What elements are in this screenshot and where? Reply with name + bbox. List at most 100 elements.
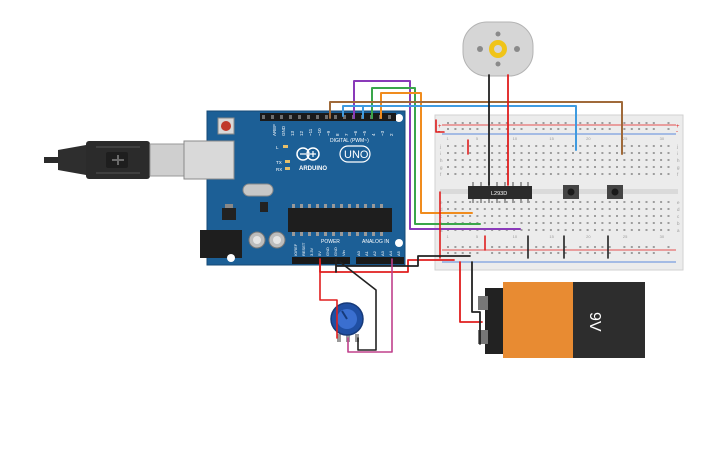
wire-pot-vcc[interactable] (319, 261, 338, 339)
breadboard-holes[interactable] (447, 122, 670, 254)
column-label: 20 (586, 234, 591, 239)
row-label: g (440, 165, 443, 170)
column-label: 25 (623, 136, 628, 141)
power-jack (200, 230, 242, 258)
pin-label-2: 2 (389, 133, 394, 136)
row-label: a (677, 228, 680, 233)
pin-label-ioref: IOREF (293, 243, 298, 256)
pin-label-3v3: 3.3V (309, 247, 314, 256)
potentiometer[interactable] (330, 302, 364, 342)
pin-label-a2: A2 (372, 250, 377, 256)
usb-cable[interactable] (44, 141, 187, 179)
wire-green[interactable] (371, 87, 481, 225)
power-header-label: POWER (321, 239, 340, 245)
svg-text:+: + (438, 124, 442, 130)
row-label: b (677, 221, 680, 226)
arduino-logo (296, 147, 320, 161)
column-label: 10 (513, 234, 518, 239)
row-label: f (677, 172, 679, 177)
pin-label-a5: A5 (396, 250, 401, 256)
analog-header (356, 257, 404, 264)
row-label: i (677, 151, 678, 156)
digital-header-label: DIGITAL (PWM~) (330, 138, 369, 144)
row-label: c (677, 214, 680, 219)
wires[interactable] (319, 74, 623, 353)
pin-label-8: 8 (335, 133, 340, 136)
arduino-model: UNO (344, 149, 369, 161)
column-label: 15 (549, 136, 554, 141)
row-label: h (440, 158, 443, 163)
column-label: 30 (660, 136, 665, 141)
pin-label-4: 4 (371, 133, 376, 136)
analog-header-label: ANALOG IN (362, 239, 390, 245)
column-label: 5 (476, 136, 479, 141)
svg-text:+: + (676, 124, 680, 130)
microcontroller-chip (288, 208, 392, 232)
column-label: 10 (513, 136, 518, 141)
pin-label-gnd: GND (281, 125, 286, 136)
pin-label-a3: A3 (380, 250, 385, 256)
crystal (242, 183, 274, 197)
wire-pot-gnd[interactable] (339, 261, 377, 351)
ic-label: L293D (491, 191, 507, 197)
pin-label-a0: A0 (356, 250, 361, 256)
wire-brown[interactable] (329, 101, 623, 155)
led-label-l: L (276, 145, 279, 150)
wire-gnd[interactable] (335, 255, 471, 273)
pin-label-3: ~3 (380, 130, 385, 136)
column-label: 1 (447, 136, 450, 141)
push-button-1[interactable] (563, 185, 579, 199)
row-label: d (677, 207, 680, 212)
pin-label-10: ~10 (317, 128, 322, 136)
pin-label-gnd2: GND (333, 247, 338, 256)
wire-pot-signal[interactable] (347, 258, 393, 353)
push-button-2[interactable] (607, 185, 623, 199)
pin-label-5v: 5V (317, 251, 322, 256)
pin-label-5: ~5 (362, 130, 367, 136)
wire-red-left[interactable] (435, 119, 445, 133)
row-label: a (440, 228, 443, 233)
usb-b-jack (183, 140, 235, 180)
pin-label-a4: A4 (388, 250, 393, 256)
power-header (292, 257, 350, 264)
row-label: j (439, 144, 441, 149)
wire-purple[interactable] (353, 80, 521, 230)
pin-label-aref: AREF (272, 124, 277, 136)
row-label: e (440, 200, 443, 205)
l293d-ic[interactable]: L293D (468, 182, 532, 203)
row-label: j (676, 144, 678, 149)
arduino-brand: ARDUINO (299, 166, 327, 172)
row-label: g (677, 165, 680, 170)
column-label: 5 (476, 234, 479, 239)
svg-text:-: - (676, 129, 678, 135)
column-label: 15 (549, 234, 554, 239)
row-label: d (440, 207, 443, 212)
wire-battery-negative[interactable] (471, 261, 481, 345)
pin-label-gnd1: GND (325, 247, 330, 256)
pin-label-12: 12 (299, 130, 304, 136)
row-label: h (677, 158, 680, 163)
column-label: 25 (623, 234, 628, 239)
row-label: i (440, 151, 441, 156)
wire-battery-positive[interactable] (459, 261, 483, 323)
column-label: 1 (447, 234, 450, 239)
led-label-rx: RX (276, 167, 282, 172)
pin-label-11: ~11 (308, 128, 313, 136)
dc-motor[interactable] (462, 21, 534, 77)
pin-label-7: 7 (344, 133, 349, 136)
row-label: c (440, 214, 443, 219)
pin-label-9: ~9 (326, 130, 331, 136)
row-label: e (677, 200, 680, 205)
row-label: f (440, 172, 442, 177)
wire-blue[interactable] (342, 105, 577, 151)
pin-label-a1: A1 (364, 250, 369, 256)
arduino-uno-board[interactable]: AREF GND 13 12 ~11 ~10 ~9 8 7 ~6 ~5 4 ~3… (183, 110, 406, 266)
reset-button[interactable] (221, 121, 231, 131)
pin-label-6: ~6 (353, 130, 358, 136)
pin-label-13: 13 (290, 130, 295, 136)
column-label: 20 (586, 136, 591, 141)
pin-label-vin: Vin (341, 250, 346, 256)
battery-9v[interactable]: 9V (478, 282, 645, 358)
